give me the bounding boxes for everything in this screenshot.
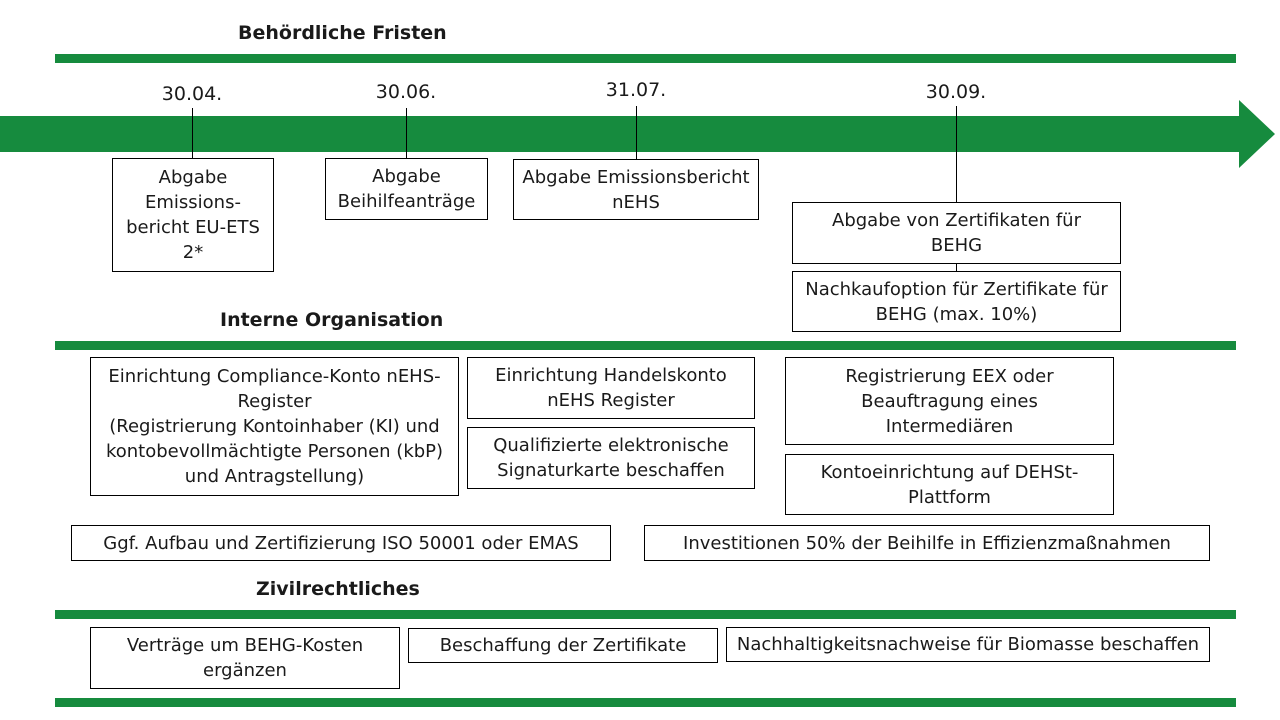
internal-box-registrierung-eex: Registrierung EEX oder Beauftragung eine… [785, 357, 1114, 445]
connector-line-4 [956, 106, 957, 203]
connector-line-3 [636, 106, 637, 160]
timeline-date-3: 31.07. [605, 79, 667, 101]
deadline-box-nachkaufoption: Nachkaufoption für Zertifikate für BEHG … [792, 271, 1121, 332]
internal-box-dehst-plattform: Kontoeinrichtung auf DEHSt- Plattform [785, 454, 1114, 515]
section-bar-civil [55, 610, 1236, 619]
internal-box-handelskonto: Einrichtung Handelskonto nEHS Register [467, 357, 755, 419]
deadline-box-zertifikate-behg: Abgabe von Zertifikaten für BEHG [792, 202, 1121, 264]
deadline-box-emissions-eu-ets: Abgabe Emissions- bericht EU-ETS 2* [112, 158, 274, 272]
deadline-box-beihilfe: Abgabe Beihilfeanträge [325, 158, 488, 220]
civil-box-vertraege: Verträge um BEHG-Kosten ergänzen [90, 627, 400, 689]
deadline-box-emissions-nehs: Abgabe Emissionsbericht nEHS [513, 159, 759, 220]
timeline-date-2: 30.06. [375, 81, 437, 103]
timeline-date-4: 30.09. [925, 81, 987, 103]
internal-box-signaturkarte: Qualifizierte elektronische Signaturkart… [467, 427, 755, 489]
section-title-deadlines: Behördliche Fristen [238, 22, 447, 44]
civil-box-biomasse: Nachhaltigkeitsnachweise für Biomasse be… [726, 627, 1210, 662]
connector-line-2 [406, 108, 407, 159]
section-title-civil: Zivilrechtliches [256, 578, 420, 600]
section-title-internal: Interne Organisation [220, 309, 444, 331]
connector-line-5 [956, 263, 957, 272]
section-bar-internal [55, 341, 1236, 350]
civil-box-beschaffung: Beschaffung der Zertifikate [408, 628, 718, 663]
connector-line-1 [192, 108, 193, 159]
bottom-bar [55, 698, 1236, 707]
internal-box-compliance-konto: Einrichtung Compliance-Konto nEHS- Regis… [90, 357, 459, 496]
internal-box-investitionen: Investitionen 50% der Beihilfe in Effizi… [644, 525, 1210, 561]
internal-box-iso-50001: Ggf. Aufbau und Zertifizierung ISO 50001… [71, 525, 611, 561]
timeline-date-1: 30.04. [161, 83, 223, 105]
section-bar-deadlines [55, 54, 1236, 63]
